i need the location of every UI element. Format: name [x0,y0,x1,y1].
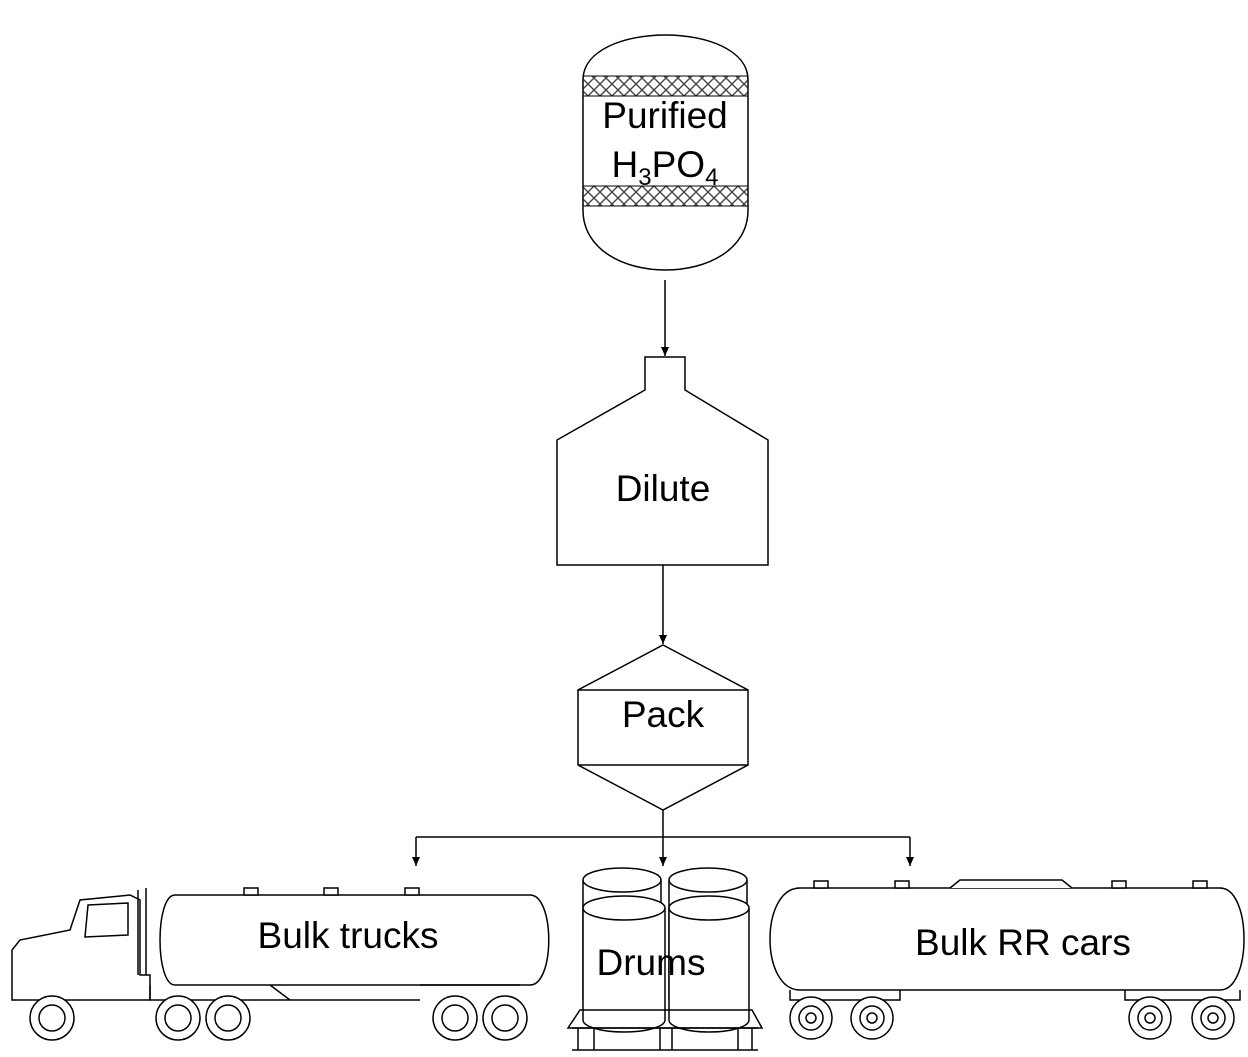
bulk-railcar: Bulk RR cars [769,879,1245,1040]
formula-po: PO [652,144,705,185]
pack-hopper: Pack [577,644,749,811]
drums-label: Drums [597,942,706,983]
formula-sub-3: 3 [638,164,651,191]
railcar-wheels [789,996,1235,1040]
dilute-label: Dilute [616,468,711,509]
dilute-vessel: Dilute [556,356,769,566]
packing-bed-bottom [582,185,749,207]
tank-label-line1: Purified [602,95,727,136]
tank-label-formula: H3PO4 [612,144,719,191]
trucks-label: Bulk trucks [258,915,439,956]
formula-sub-4: 4 [705,164,718,191]
purified-acid-tank: Purified H3PO4 [582,34,749,271]
drums-on-pallet: Drums [566,867,764,1051]
pack-label: Pack [622,694,705,735]
formula-h: H [612,144,639,185]
railcars-label: Bulk RR cars [915,922,1131,963]
packing-bed-top [582,75,749,97]
truck-wheels [29,995,528,1041]
bulk-truck: Bulk trucks [11,887,550,1041]
